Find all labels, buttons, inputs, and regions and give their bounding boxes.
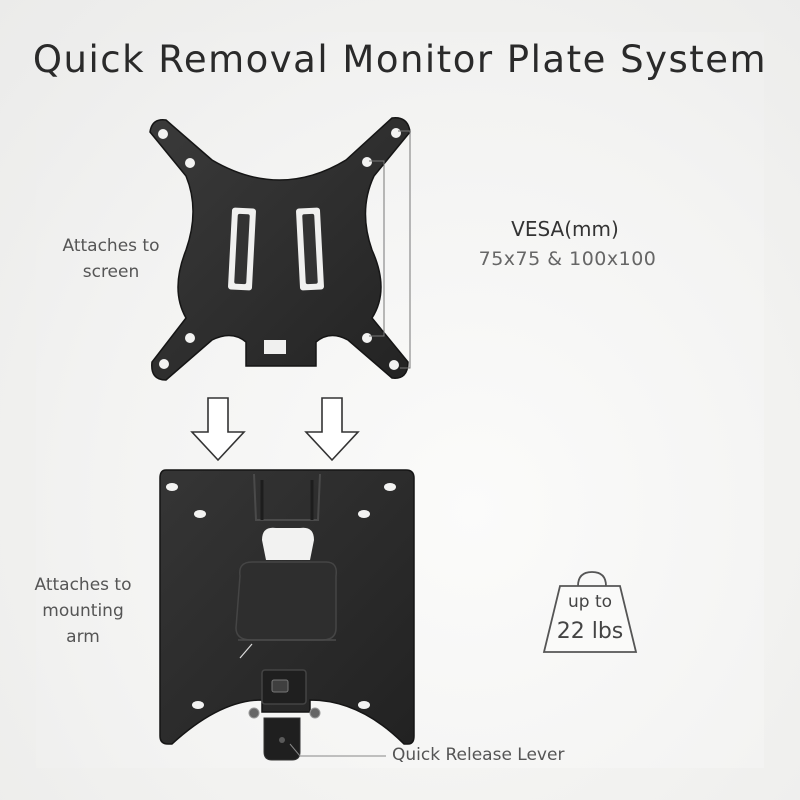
vesa-sizes: 75x75 & 100x100 (478, 248, 657, 270)
down-arrow-icon (304, 397, 360, 462)
vesa-hole (389, 360, 399, 370)
plate-hole (192, 701, 204, 709)
plate-hole (384, 483, 396, 491)
vesa-hole (362, 157, 372, 167)
down-arrow-icon (190, 397, 246, 462)
vesa-hole (185, 158, 195, 168)
page-title: Quick Removal Monitor Plate System (32, 38, 768, 81)
vesa-heading: VESA(mm) (511, 217, 619, 241)
quick-release-lever-label: Quick Release Lever (392, 745, 565, 765)
tab-hole (264, 340, 286, 354)
lever-pointer-line (289, 743, 386, 757)
plate-hole (166, 483, 178, 491)
attaches-to-arm-label: Attaches to mounting arm (34, 575, 132, 647)
plate-hole (358, 701, 370, 709)
vesa-hole (158, 129, 168, 139)
vesa-hole (391, 128, 401, 138)
plate-hole (358, 510, 370, 518)
weight-icon: up to 22 lbs (542, 571, 638, 653)
plate-hole (194, 510, 206, 518)
vesa-adapter-plate (149, 117, 411, 381)
weight-line2: 22 lbs (557, 619, 624, 644)
weight-line1: up to (568, 592, 612, 612)
vesa-dimension-lines (369, 130, 411, 369)
attaches-to-screen-label: Attaches to screen (62, 236, 160, 282)
vesa-hole (185, 333, 195, 343)
vesa-hole (159, 359, 169, 369)
arm-mounting-plate (159, 469, 415, 761)
vesa-hole (362, 333, 372, 343)
